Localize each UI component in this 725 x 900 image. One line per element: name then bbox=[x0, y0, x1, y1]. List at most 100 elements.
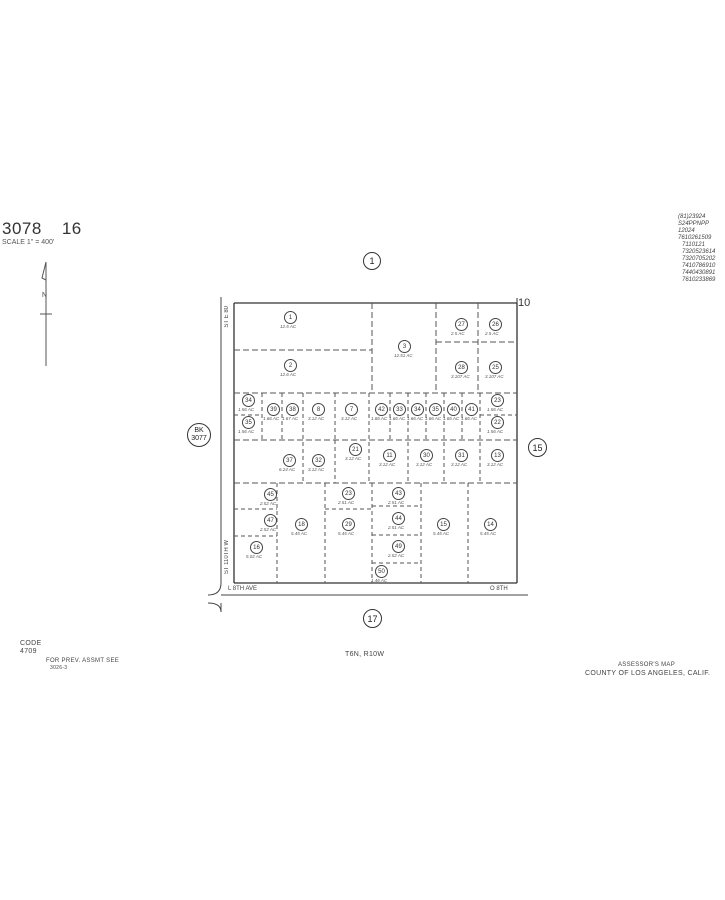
parcel-acreage: 3.12 AC bbox=[487, 462, 504, 467]
parcel-number[interactable]: 50 bbox=[375, 565, 388, 578]
parcel-number[interactable]: 40 bbox=[447, 403, 460, 416]
parcel-number[interactable]: 39 bbox=[267, 403, 280, 416]
parcel-acreage: 3.107 AC bbox=[485, 374, 504, 379]
parcel-acreage: 2.51 AC bbox=[338, 500, 355, 505]
parcel-number[interactable]: 8 bbox=[312, 403, 325, 416]
parcel-number[interactable]: 41 bbox=[465, 403, 478, 416]
parcel-acreage: 2.5 AC bbox=[485, 331, 499, 336]
parcel-number[interactable]: 43 bbox=[392, 487, 405, 500]
parcel-acreage: 3.12 AC bbox=[451, 462, 468, 467]
parcel-acreage: 1.56 AC bbox=[487, 407, 504, 412]
parcel-number[interactable]: 13 bbox=[491, 449, 504, 462]
parcel-acreage: 1.66 AC bbox=[389, 416, 406, 421]
parcel-acreage: 2.52 AC bbox=[260, 527, 277, 532]
parcel-acreage: 12.5 AC bbox=[280, 324, 297, 329]
parcel-acreage: 5.45 AC bbox=[338, 531, 355, 536]
parcel-number[interactable]: 35 bbox=[429, 403, 442, 416]
parcel-acreage: 3.12 AC bbox=[341, 416, 358, 421]
corner-marker: 10 bbox=[518, 297, 531, 309]
revision-code: 7110121 bbox=[682, 242, 705, 248]
parcel-number[interactable]: 23 bbox=[342, 487, 355, 500]
prev-assessment-label: FOR PREV. ASSMT SEE bbox=[46, 658, 120, 664]
parcel-number[interactable]: 23 bbox=[491, 394, 504, 407]
parcel-number[interactable]: 7 bbox=[345, 403, 358, 416]
parcel-number[interactable]: 15 bbox=[437, 518, 450, 531]
parcel-acreage: 1.66 AC bbox=[461, 416, 478, 421]
parcel-number[interactable]: 42 bbox=[375, 403, 388, 416]
revision-code: S24PPNPP bbox=[678, 221, 710, 227]
parcel-acreage: 2.51 AC bbox=[388, 525, 405, 530]
parcel-number[interactable]: 21 bbox=[349, 443, 362, 456]
map-scale: SCALE 1" = 400' bbox=[2, 239, 55, 246]
parcel-number[interactable]: 28 bbox=[455, 361, 468, 374]
township-range: T6N, R10W bbox=[345, 651, 385, 658]
parcel-acreage: 3.12 AC bbox=[416, 462, 433, 467]
parcel-number[interactable]: 33 bbox=[393, 403, 406, 416]
parcel-number[interactable]: 34 bbox=[411, 403, 424, 416]
page-number: 16 bbox=[61, 219, 82, 238]
parcel-number[interactable]: 26 bbox=[489, 318, 502, 331]
parcel-number[interactable]: 16 bbox=[250, 541, 263, 554]
parcel-number[interactable]: 3 bbox=[398, 340, 411, 353]
adjacent-map-west[interactable]: BK 3077 bbox=[187, 423, 211, 447]
adjacent-map-south[interactable]: 17 bbox=[363, 609, 382, 628]
parcel-acreage: 6.24 AC bbox=[279, 467, 296, 472]
parcel-number[interactable]: 27 bbox=[455, 318, 468, 331]
street-label-west-top: ST E 80 bbox=[224, 306, 230, 328]
parcel-acreage: 5.45 AC bbox=[480, 531, 497, 536]
parcel-acreage: 3.12 AC bbox=[345, 456, 362, 461]
parcel-acreage: 3.12 AC bbox=[308, 416, 325, 421]
parcel-number[interactable]: 37 bbox=[283, 454, 296, 467]
parcel-number[interactable]: 2 bbox=[284, 359, 297, 372]
parcel-number[interactable]: 35 bbox=[242, 416, 255, 429]
adjacent-map-east[interactable]: 15 bbox=[528, 438, 547, 457]
parcel-number[interactable]: 44 bbox=[392, 512, 405, 525]
north-label: N bbox=[42, 292, 48, 299]
parcel-acreage: 2.52 AC bbox=[260, 501, 277, 506]
parcel-acreage: 12.6 AC bbox=[280, 372, 297, 377]
parcel-acreage: 3.107 AC bbox=[451, 374, 470, 379]
street-label-south-left: L 8TH AVE bbox=[228, 586, 258, 592]
parcel-number[interactable]: 18 bbox=[295, 518, 308, 531]
parcel-number[interactable]: 38 bbox=[286, 403, 299, 416]
parcel-number[interactable]: 1 bbox=[284, 311, 297, 324]
revision-code: 7410786910 bbox=[682, 263, 716, 269]
parcel-acreage: 1.56 AC bbox=[238, 407, 255, 412]
parcel-number[interactable]: 47 bbox=[264, 514, 277, 527]
book-page-header: 3078 16 SCALE 1" = 400' bbox=[2, 214, 81, 246]
parcel-acreage: 2.51 AC bbox=[388, 500, 405, 505]
prev-assessment-ref: 3026-3 bbox=[50, 665, 68, 671]
parcel-number[interactable]: 22 bbox=[491, 416, 504, 429]
parcel-acreage: 3.12 AC bbox=[379, 462, 396, 467]
parcel-number[interactable]: 45 bbox=[264, 488, 277, 501]
parcel-acreage: 1.66 AC bbox=[443, 416, 460, 421]
parcel-acreage: 1.66 AC bbox=[263, 416, 280, 421]
parcel-number[interactable]: 29 bbox=[342, 518, 355, 531]
adjacent-map-north[interactable]: 1 bbox=[363, 252, 381, 270]
map-title: ASSESSOR'S MAP bbox=[618, 662, 676, 668]
revision-code: 7610261509 bbox=[678, 235, 712, 241]
street-label-south-right: O 8TH bbox=[490, 586, 508, 592]
parcel-number[interactable]: 25 bbox=[489, 361, 502, 374]
code-label: CODE bbox=[20, 640, 42, 647]
parcel-acreage: 2.5 AC bbox=[451, 331, 465, 336]
revision-code: 7320523614 bbox=[682, 249, 716, 255]
parcel-acreage: 1.66 AC bbox=[371, 416, 388, 421]
parcel-number[interactable]: 31 bbox=[455, 449, 468, 462]
parcel-acreage: 5.02 AC bbox=[246, 554, 263, 559]
parcel-number[interactable]: 34 bbox=[242, 394, 255, 407]
parcel-number[interactable]: 30 bbox=[420, 449, 433, 462]
revision-code: 7610233869 bbox=[682, 277, 716, 283]
parcel-number[interactable]: 49 bbox=[392, 540, 405, 553]
parcel-acreage: 1.56 AC bbox=[487, 429, 504, 434]
parcel-acreage: 5.45 AC bbox=[291, 531, 308, 536]
county-label: COUNTY OF LOS ANGELES, CALIF. bbox=[585, 670, 711, 677]
parcel-number[interactable]: 11 bbox=[383, 449, 396, 462]
revision-code: (81)23924 bbox=[678, 214, 706, 220]
parcel-acreage: 3.12 AC bbox=[308, 467, 325, 472]
parcel-number[interactable]: 32 bbox=[312, 454, 325, 467]
parcel-acreage: 12.51 AC bbox=[394, 353, 413, 358]
book-number: 3078 bbox=[2, 219, 42, 238]
parcel-number[interactable]: 14 bbox=[484, 518, 497, 531]
